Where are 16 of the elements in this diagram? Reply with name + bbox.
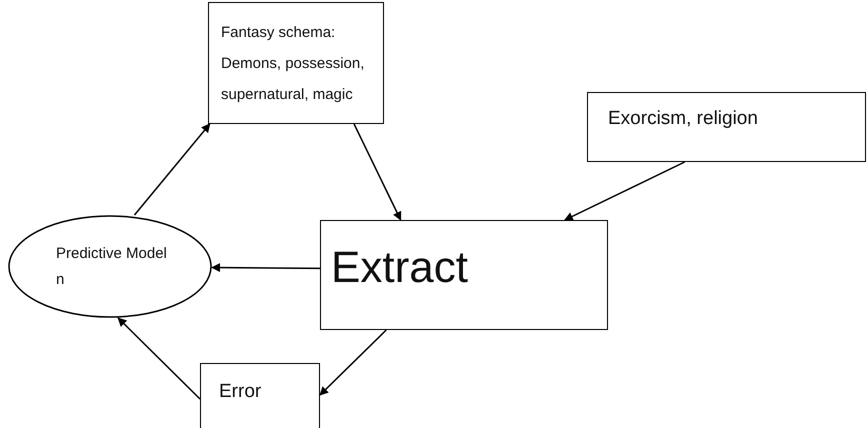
node-label: Fantasy schema: Demons, possession, supernatural, magic <box>221 23 366 105</box>
node-label: Exorcism, religion <box>608 107 759 131</box>
node-label: Extract <box>331 243 469 293</box>
arrow <box>564 161 685 221</box>
node-label: Error <box>219 380 262 404</box>
model-ellipse <box>8 215 212 318</box>
schema-box <box>208 2 384 124</box>
arrow <box>319 329 387 396</box>
process-box <box>200 363 320 428</box>
node-label: Predictive Model n <box>56 244 168 290</box>
process-box <box>587 92 866 162</box>
arrow <box>353 124 402 221</box>
process-box <box>320 220 608 330</box>
arrow <box>118 317 201 400</box>
arrow <box>134 123 210 216</box>
arrow <box>211 263 320 272</box>
